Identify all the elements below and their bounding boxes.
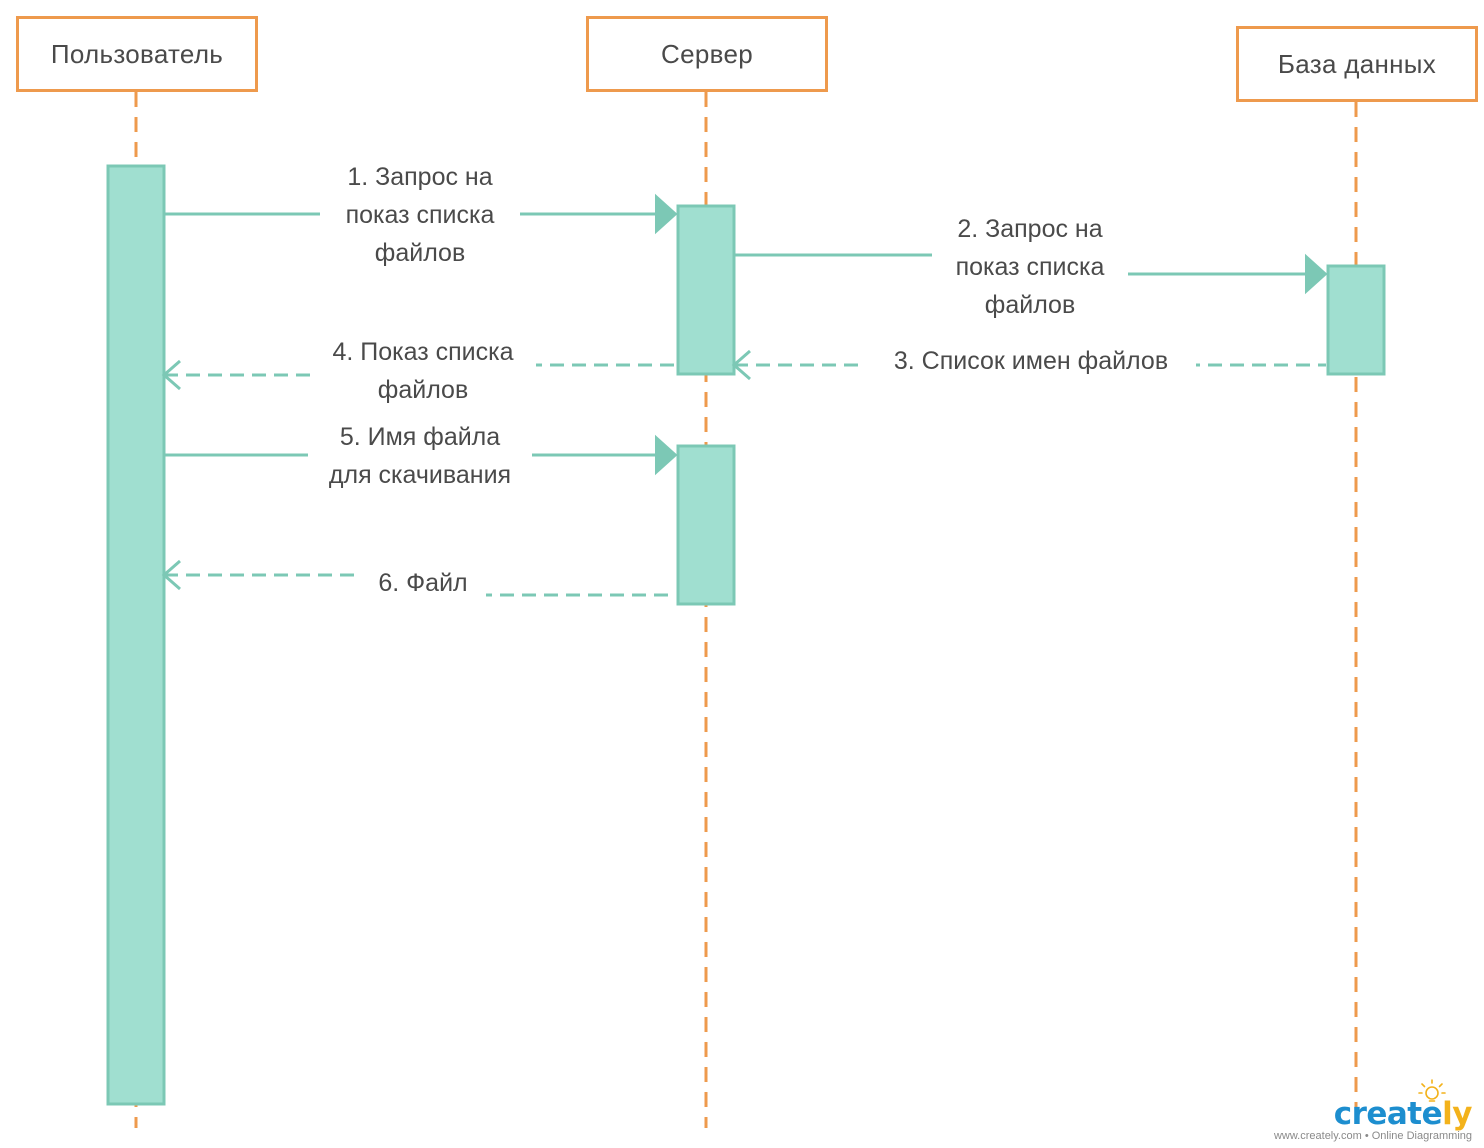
participant-server[interactable]: Сервер xyxy=(586,16,828,92)
message-4-arrow-head xyxy=(161,359,181,391)
activation-database xyxy=(1326,264,1386,376)
participant-user-label: Пользователь xyxy=(50,38,224,69)
participant-database-label: База данных xyxy=(1277,48,1437,79)
message-1-line-2: показ списка xyxy=(345,201,495,229)
message-2-arrow-head xyxy=(1305,253,1328,295)
message-label-3[interactable]: 3. Список имен файлов xyxy=(866,342,1196,380)
message-6-line-1: 6. Файл xyxy=(378,569,468,597)
message-3-arrow-head xyxy=(731,349,751,381)
message-label-4[interactable]: 4. Показ списка файлов xyxy=(310,333,536,409)
message-1-line-3: файлов xyxy=(374,239,466,267)
message-4-line-1: 4. Показ списка xyxy=(332,338,514,366)
watermark-caption: www.creately.com • Online Diagramming xyxy=(1273,1130,1472,1142)
lightbulb-icon xyxy=(1418,1079,1446,1102)
participant-user[interactable]: Пользователь xyxy=(16,16,258,92)
message-label-1[interactable]: 1. Запрос на показ списка файлов xyxy=(320,158,520,272)
message-1-arrow-head xyxy=(655,193,678,235)
message-label-5[interactable]: 5. Имя файла для скачивания xyxy=(308,418,532,494)
message-1-line-1: 1. Запрос на xyxy=(347,163,493,191)
message-5-line-2: для скачивания xyxy=(328,461,512,489)
participant-server-label: Сервер xyxy=(661,38,753,69)
message-2-line-2: показ списка xyxy=(955,253,1105,281)
logo-main-text: create xyxy=(1333,1096,1443,1132)
message-2-line-1: 2. Запрос на xyxy=(957,215,1103,243)
message-5-line-1: 5. Имя файла xyxy=(339,423,501,451)
activation-server-1 xyxy=(676,204,736,376)
message-2-line-3: файлов xyxy=(984,291,1076,319)
logo-tail-text: ly xyxy=(1442,1096,1472,1132)
message-label-6[interactable]: 6. Файл xyxy=(360,564,486,602)
creately-logo: creately xyxy=(1274,1096,1473,1132)
message-6-arrow-head xyxy=(161,559,181,591)
message-3-line-1: 3. Список имен файлов xyxy=(893,347,1169,375)
message-4-line-2: файлов xyxy=(377,376,469,404)
message-label-2[interactable]: 2. Запрос на показ списка файлов xyxy=(932,210,1128,324)
participant-database[interactable]: База данных xyxy=(1236,26,1478,102)
activation-user xyxy=(106,164,166,1106)
creately-watermark[interactable]: creately www.creately.com • Online Diagr… xyxy=(1273,1079,1473,1142)
activation-server-2 xyxy=(676,444,736,606)
message-5-arrow-head xyxy=(655,434,678,476)
